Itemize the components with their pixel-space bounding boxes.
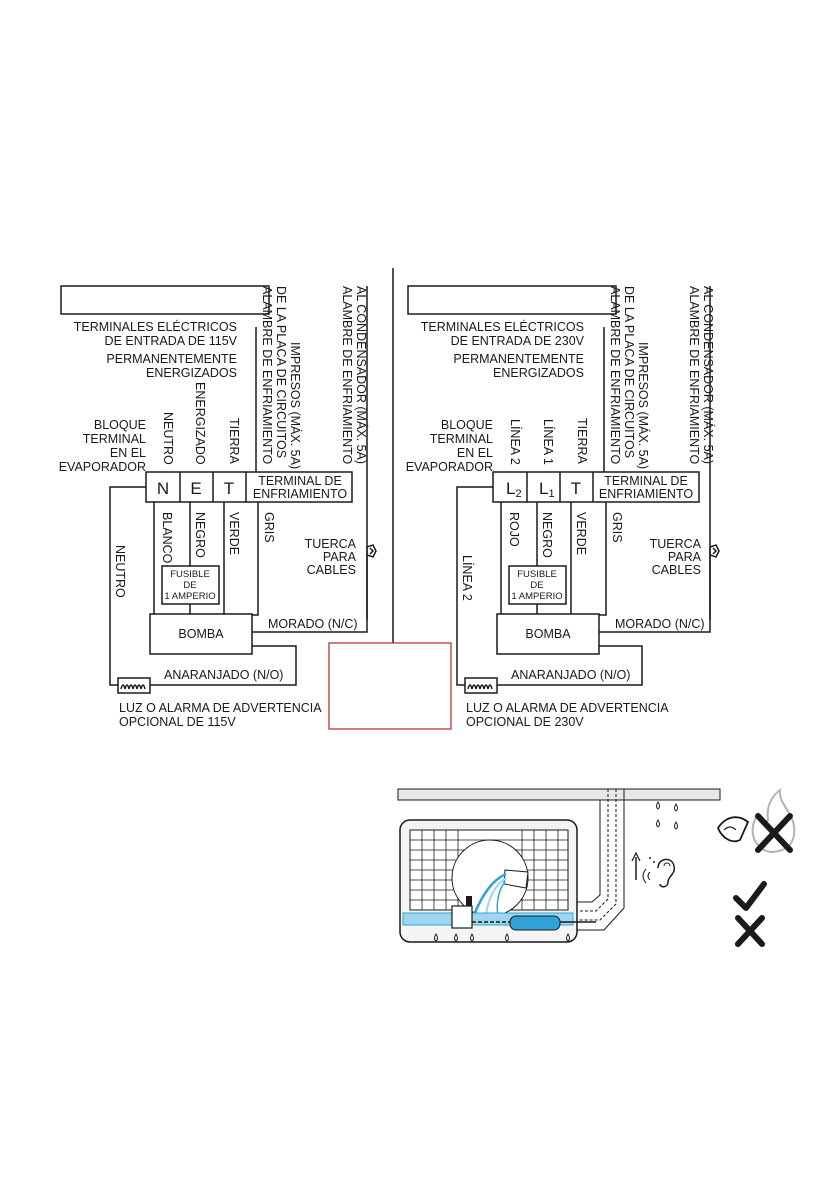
terminal-e: E — [190, 479, 201, 498]
fuse-box — [161, 565, 220, 605]
fuse-label: FUSIBLE — [517, 569, 557, 580]
wire-nut-label-3: CABLES — [307, 563, 356, 577]
terminal-n: N — [157, 479, 169, 498]
board-wire-label: ALAMBRE DE ENFRIAMIENTO — [608, 286, 622, 465]
blank-label-box — [60, 285, 270, 315]
column-energized-label: ENERGIZADO — [193, 382, 207, 465]
cooling-terminal-label-2: ENFRIAMIENTO — [599, 487, 693, 501]
wire-black-label: NEGRO — [540, 512, 554, 558]
board-wire-label-3: IMPRESOS (MÁX. 5A) — [636, 342, 651, 469]
terminals-title: TERMINALES ELÉCTRICOS — [74, 319, 237, 334]
alarm-label: LUZ O ALARMA DE ADVERTENCIA — [466, 701, 669, 715]
column-line2-label: LÍNEA 2 — [508, 419, 523, 465]
purple-wire-label: MORADO (N/C) — [615, 617, 705, 631]
wire-grey-label: GRIS — [262, 512, 276, 543]
cooling-terminal-label: TERMINAL DE — [258, 474, 342, 488]
wiring-diagram-230v: TERMINALES ELÉCTRICOS DE ENTRADA DE 230V… — [406, 285, 720, 729]
pump-label: BOMBA — [178, 627, 224, 641]
energized-label-2: ENERGIZADOS — [493, 366, 584, 380]
water-drops — [434, 801, 678, 942]
orange-wire-label: ANARANJADO (N/O) — [164, 668, 283, 682]
orange-wire-label: ANARANJADO (N/O) — [511, 668, 630, 682]
cross-icon-2 — [735, 915, 765, 947]
ceiling-slab — [397, 788, 721, 801]
wire-nut-icon — [366, 544, 377, 558]
side-neutral-label: NEUTRO — [113, 545, 127, 598]
fuse-label-3: 1 AMPERIO — [164, 591, 215, 602]
purple-wire-label: MORADO (N/C) — [268, 617, 358, 631]
reservoir-cylinder — [509, 915, 561, 931]
wire-nut-label-3: CABLES — [652, 563, 701, 577]
pump-unit — [451, 905, 473, 929]
terminal-block-label: BLOQUE — [94, 418, 146, 432]
fuse-label-3: 1 AMPERIO — [511, 591, 562, 602]
terminals-voltage: DE ENTRADA DE 115V — [105, 334, 238, 348]
terminal-l1: L1 — [539, 479, 555, 500]
coil-icon — [467, 684, 493, 690]
column-line1-label: LÍNEA 1 — [541, 419, 556, 465]
column-ground-label: TIERRA — [227, 418, 241, 465]
terminals-title: TERMINALES ELÉCTRICOS — [421, 319, 584, 334]
wire-white-label: BLANCO — [160, 512, 174, 564]
terminal-block-label-2: TERMINAL — [430, 432, 493, 446]
terminal-l2: L2 — [506, 479, 522, 500]
condenser-wire-label: ALAMBRE DE ENFRIAMIENTO — [340, 286, 354, 465]
cross-icon — [755, 813, 793, 853]
pump-box — [149, 613, 253, 655]
wire-grey-label: GRIS — [610, 512, 624, 543]
energized-label-2: ENERGIZADOS — [146, 366, 237, 380]
check-icon — [733, 881, 767, 911]
board-wire-label-2: DE LA PLACA DE CIRCUITOS — [274, 286, 288, 458]
fuse-label: FUSIBLE — [170, 569, 210, 580]
terminal-t: T — [571, 479, 581, 498]
energized-label: PERMANENTEMENTE — [106, 352, 237, 366]
condenser-wire-label-2: AL CONDENSADOR (MÁX. 5A) — [701, 286, 716, 464]
column-neutral-label: NEUTRO — [161, 412, 175, 465]
wire-red-label: ROJO — [507, 512, 521, 547]
fuse-box — [508, 565, 567, 605]
terminal-block-label: BLOQUE — [441, 418, 493, 432]
wire-nut-icon — [709, 544, 720, 558]
terminal-block-label-3: EN EL — [457, 446, 493, 460]
terminals-voltage: DE ENTRADA DE 230V — [451, 334, 585, 348]
listen-icon — [642, 857, 676, 888]
wire-nut-label: TUERCA — [650, 537, 702, 551]
coil-icon — [120, 684, 146, 690]
wire-nut-label: TUERCA — [305, 537, 357, 551]
cooling-terminal-label-2: ENFRIAMIENTO — [253, 487, 347, 501]
energized-label: PERMANENTEMENTE — [453, 352, 584, 366]
alarm-label-2: OPCIONAL DE 115V — [119, 715, 236, 729]
wire-black-label: NEGRO — [193, 512, 207, 558]
condenser-wire-label-2: AL CONDENSADOR (MÁX. 5A) — [354, 286, 369, 464]
terminal-block-label-2: TERMINAL — [83, 432, 146, 446]
column-ground-label: TIERRA — [575, 418, 589, 465]
eye-icon — [716, 816, 750, 843]
wiring-diagram-115v: TERMINALES ELÉCTRICOS DE ENTRADA DE 115V… — [59, 285, 377, 729]
pump-box — [496, 613, 600, 655]
alarm-label: LUZ O ALARMA DE ADVERTENCIA — [119, 701, 322, 715]
terminal-block-label-3: EN EL — [110, 446, 146, 460]
board-wire-label-2: DE LA PLACA DE CIRCUITOS — [622, 286, 636, 458]
terminal-block-label-4: EVAPORADOR — [59, 460, 146, 474]
condenser-wire-label: ALAMBRE DE ENFRIAMIENTO — [687, 286, 701, 465]
wire-nut-label-2: PARA — [323, 550, 357, 564]
side-line2-label: LÍNEA 2 — [460, 555, 475, 601]
wire-green-label: VERDE — [574, 512, 588, 555]
evaporator-illustration — [397, 788, 721, 943]
fuse-label-2: DE — [183, 580, 196, 591]
terminal-block-label-4: EVAPORADOR — [406, 460, 493, 474]
board-wire-label: ALAMBRE DE ENFRIAMIENTO — [260, 286, 274, 465]
wire-nut-label-2: PARA — [668, 550, 702, 564]
terminal-t: T — [224, 479, 234, 498]
board-wire-label-3: IMPRESOS (MÁX. 5A) — [288, 342, 303, 469]
fuse-label-2: DE — [530, 580, 543, 591]
wire-green-label: VERDE — [227, 512, 241, 555]
placeholder-box — [328, 642, 452, 730]
cooling-terminal-label: TERMINAL DE — [604, 474, 688, 488]
pump-label: BOMBA — [525, 627, 571, 641]
blank-label-box — [407, 285, 617, 315]
alarm-label-2: OPCIONAL DE 230V — [466, 715, 584, 729]
